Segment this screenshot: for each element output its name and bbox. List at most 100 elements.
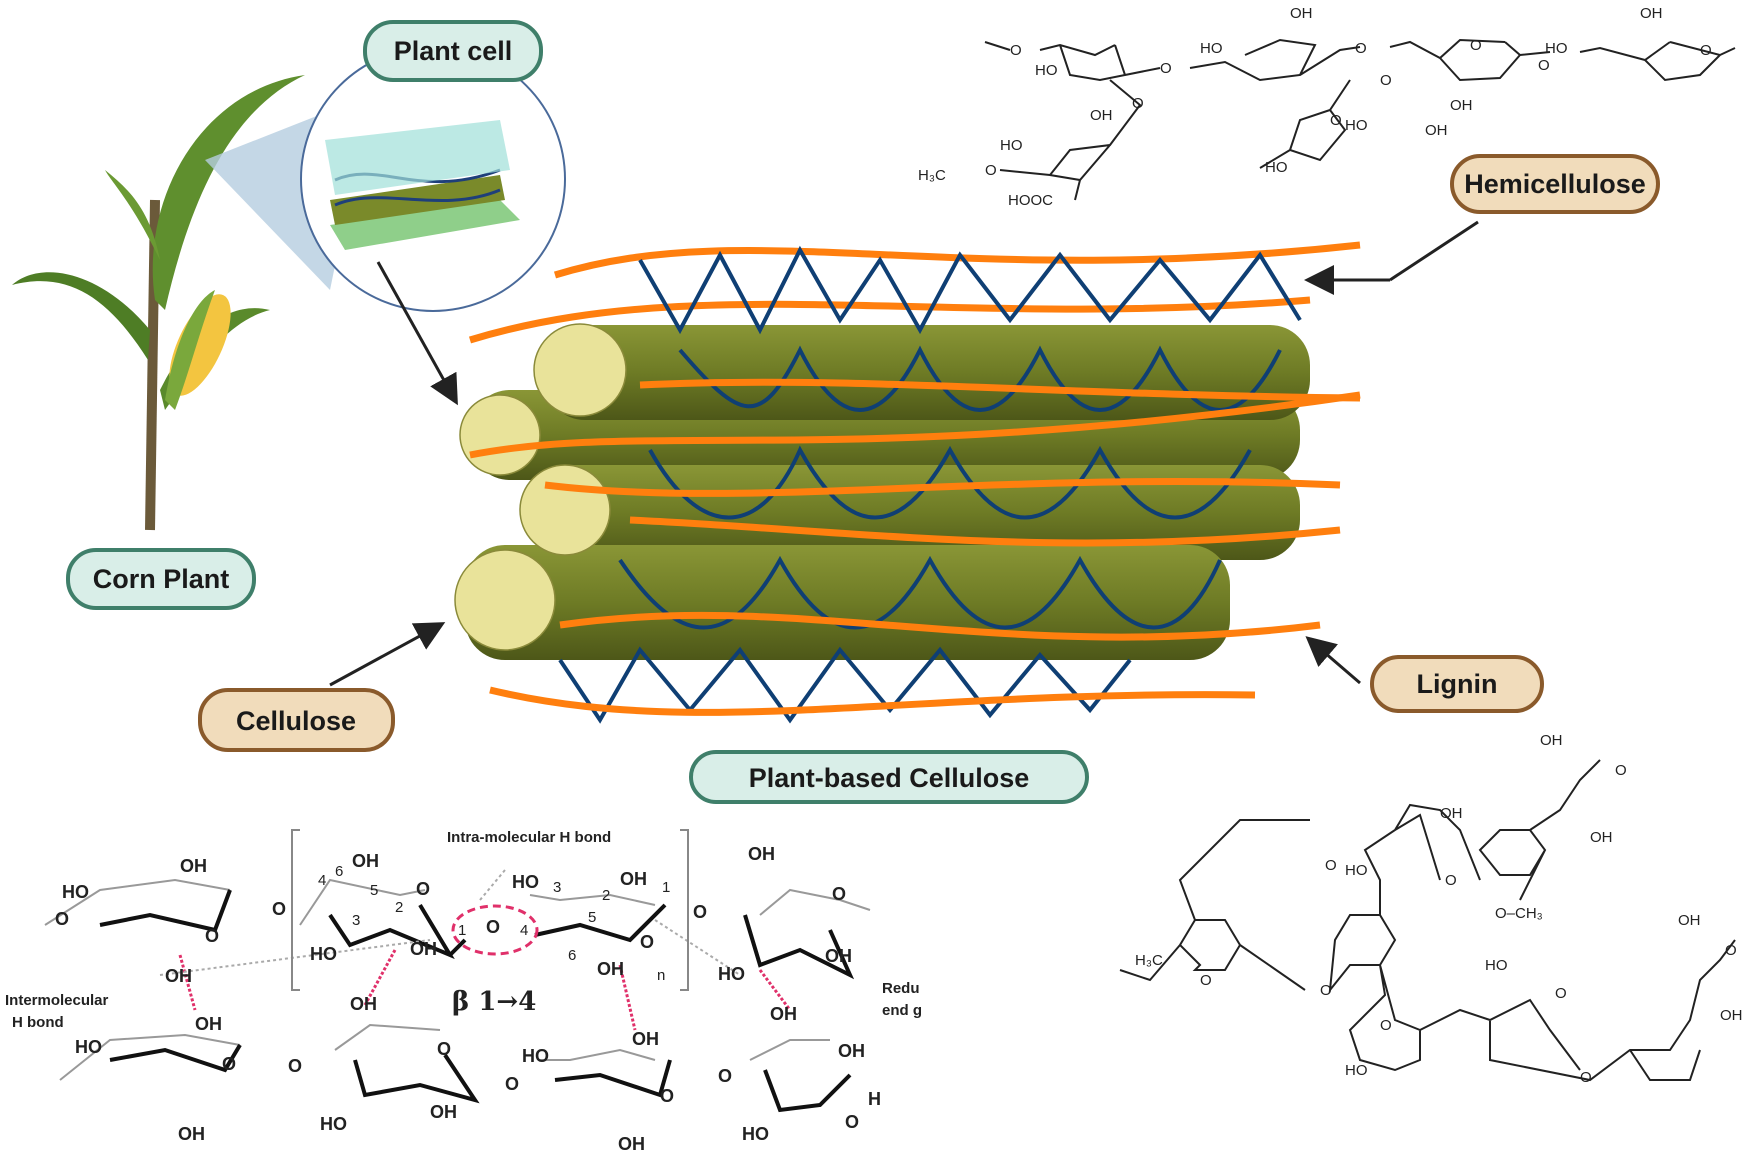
svg-text:O: O [660,1086,674,1106]
svg-text:OH: OH [620,869,647,889]
svg-text:1: 1 [458,922,466,939]
svg-text:Lignin: Lignin [1417,669,1498,699]
svg-text:O: O [1445,872,1457,889]
svg-text:O: O [1555,985,1567,1002]
cellulose-label: Cellulose [198,688,395,752]
svg-text:OH: OH [1425,122,1448,139]
svg-text:HO: HO [742,1124,769,1144]
svg-text:O: O [416,879,430,899]
svg-text:O–CH₃: O–CH₃ [1495,905,1543,922]
svg-text:O: O [1580,1069,1592,1086]
plant-cell-label: Plant cell [363,20,543,82]
svg-text:HO: HO [1000,137,1023,154]
svg-text:HO: HO [1200,40,1223,57]
hemicellulose-label: Hemicellulose [1450,154,1660,214]
svg-text:3: 3 [352,912,360,929]
svg-text:O: O [1160,60,1172,77]
svg-text:OH: OH [195,1014,222,1034]
svg-text:OH: OH [632,1029,659,1049]
svg-text:HOOC: HOOC [1008,192,1053,209]
svg-text:OH: OH [352,851,379,871]
svg-text:OH: OH [1440,805,1463,822]
corn-plant-label: Corn Plant [66,548,256,610]
svg-text:Cellulose: Cellulose [236,706,356,736]
svg-text:OH: OH [165,966,192,986]
svg-text:HO: HO [62,882,89,902]
svg-text:OH: OH [770,1004,797,1024]
svg-text:O: O [272,899,286,919]
svg-text:O: O [222,1054,236,1074]
cellulose-structure: Intra-molecular H bond Intermolecular H … [5,829,922,1154]
svg-text:HO: HO [1485,957,1508,974]
svg-text:H bond: H bond [12,1014,64,1031]
svg-text:6: 6 [568,947,576,964]
svg-text:β 1→4: β 1→4 [452,987,536,1017]
svg-text:Intra-molecular H bond: Intra-molecular H bond [447,829,611,846]
lignin-arrow [1305,636,1361,685]
svg-text:OH: OH [1290,5,1313,22]
svg-text:O: O [1538,57,1550,74]
svg-text:n: n [657,967,665,984]
svg-text:OH: OH [350,994,377,1014]
svg-text:OH: OH [1720,1007,1743,1024]
svg-text:O: O [288,1056,302,1076]
svg-text:1: 1 [662,879,670,896]
svg-text:O: O [1320,982,1332,999]
svg-text:HO: HO [1545,40,1568,57]
svg-text:HO: HO [512,872,539,892]
svg-text:O: O [832,884,846,904]
svg-text:end g: end g [882,1002,922,1019]
svg-text:O: O [205,926,219,946]
svg-text:HO: HO [1265,159,1288,176]
svg-text:2: 2 [602,887,610,904]
svg-text:Plant cell: Plant cell [394,36,513,66]
lignin-label: Lignin [1370,655,1544,713]
hemicellulose-structure: O HO O HO OH O O OH O HO OH O O OH HO H₃… [918,5,1736,209]
svg-text:O: O [718,1066,732,1086]
svg-text:OH: OH [1090,107,1113,124]
svg-text:OH: OH [618,1134,645,1154]
svg-text:6: 6 [335,863,343,880]
svg-text:OH: OH [597,959,624,979]
svg-text:Plant-based Cellulose: Plant-based Cellulose [749,763,1030,793]
svg-text:OH: OH [1640,5,1663,22]
svg-text:HO: HO [522,1046,549,1066]
svg-text:3: 3 [553,879,561,896]
svg-text:OH: OH [1678,912,1701,929]
corn-plant-illustration [12,75,305,531]
svg-text:4: 4 [318,872,326,889]
svg-text:O: O [693,902,707,922]
svg-text:OH: OH [178,1124,205,1144]
svg-text:O: O [1700,42,1712,59]
svg-text:HO: HO [1345,1062,1368,1079]
svg-text:OH: OH [748,844,775,864]
svg-text:5: 5 [370,882,378,899]
svg-text:Redu: Redu [882,980,920,997]
svg-text:5: 5 [588,909,596,926]
plant-cell-illustration [205,46,566,312]
svg-text:O: O [1615,762,1627,779]
svg-text:O: O [1330,112,1342,129]
svg-text:HO: HO [310,944,337,964]
cellulose-arrow [329,622,446,687]
svg-text:O: O [486,917,500,937]
svg-text:O: O [1325,857,1337,874]
svg-text:O: O [640,932,654,952]
svg-text:H₃C: H₃C [1135,952,1163,969]
svg-text:O: O [1355,40,1367,57]
svg-text:O: O [1380,1017,1392,1034]
svg-text:O: O [437,1039,451,1059]
svg-text:O: O [1132,95,1144,112]
svg-text:O: O [505,1074,519,1094]
svg-text:HO: HO [1345,117,1368,134]
svg-text:HO: HO [1345,862,1368,879]
cellulose-fibers-illustration [454,241,1361,724]
svg-text:O: O [1380,72,1392,89]
svg-text:OH: OH [410,939,437,959]
svg-text:HO: HO [718,964,745,984]
svg-text:O: O [985,162,997,179]
plant-based-cellulose-label: Plant-based Cellulose [689,750,1089,804]
svg-text:Hemicellulose: Hemicellulose [1464,169,1646,199]
